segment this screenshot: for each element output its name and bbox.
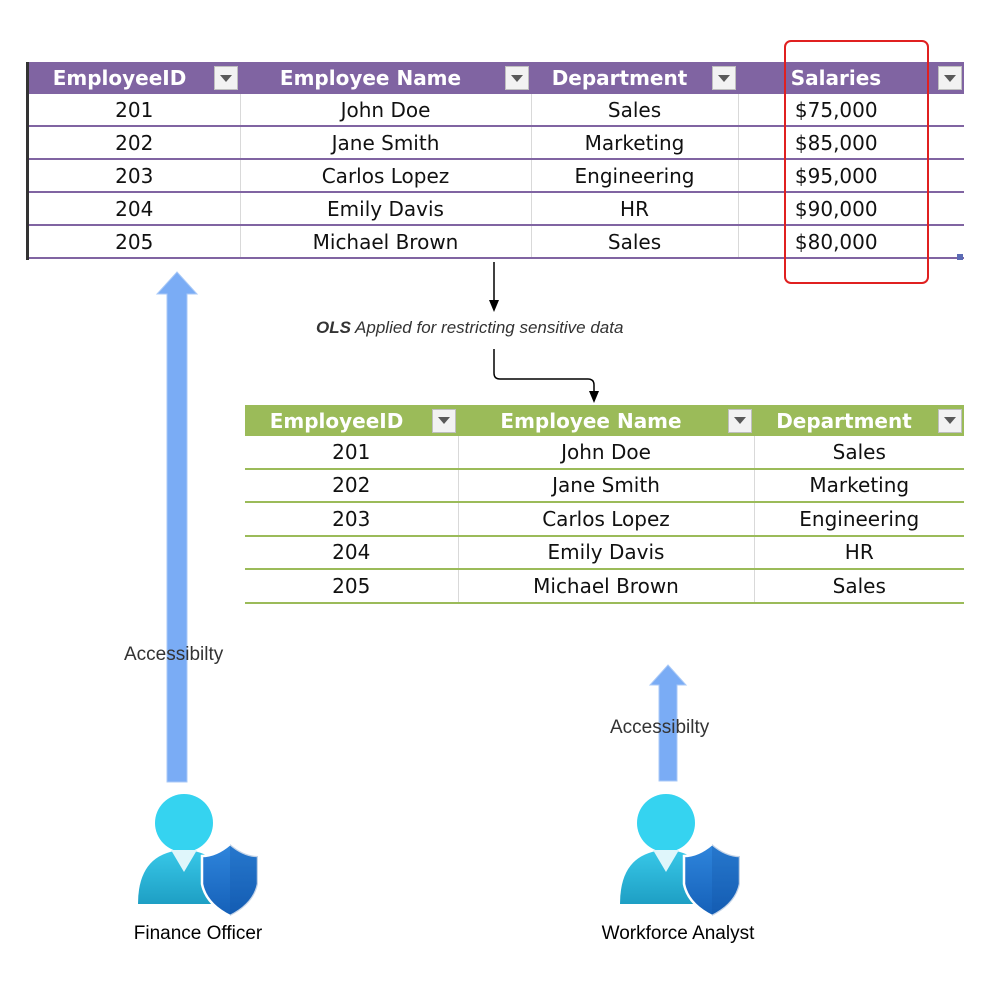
connector-elbow-arrow: [493, 349, 599, 403]
cell-employee-name: Emily Davis: [240, 192, 532, 226]
filter-dropdown-icon[interactable]: [938, 408, 962, 433]
cell-employeeid: 205: [29, 225, 241, 259]
source-col-department[interactable]: Department: [531, 62, 738, 94]
cell-department: Marketing: [754, 468, 964, 503]
cell-employee-name: Jane Smith: [458, 468, 755, 503]
finance-officer-label: Finance Officer: [133, 923, 263, 944]
filter-dropdown-icon[interactable]: [728, 408, 752, 433]
salaries-highlight-box: [784, 40, 929, 284]
workforce-analyst-label: Workforce Analyst: [601, 923, 755, 944]
filter-dropdown-icon[interactable]: [214, 66, 238, 90]
cell-employeeid: 205: [245, 569, 459, 604]
cell-employee-name: John Doe: [240, 94, 532, 127]
filter-dropdown-icon[interactable]: [712, 66, 736, 90]
cell-employee-name: Carlos Lopez: [240, 159, 532, 193]
table-row: 204 Emily Davis HR $90,000: [29, 192, 964, 226]
cell-employeeid: 201: [245, 436, 459, 470]
filter-dropdown-icon[interactable]: [938, 66, 962, 90]
filter-dropdown-icon[interactable]: [432, 408, 456, 433]
cell-department: Sales: [531, 94, 739, 127]
cell-salary: $85,000: [738, 126, 964, 160]
source-col-salaries[interactable]: Salaries: [738, 62, 964, 94]
table-row: 201 John Doe Sales: [245, 436, 964, 470]
analyst-access-label: Accessibilty: [610, 717, 710, 738]
cell-department: Sales: [754, 569, 964, 604]
source-table: EmployeeID Employee Name Department Sala…: [29, 62, 964, 259]
table-row: 202 Jane Smith Marketing: [245, 468, 964, 503]
table-row: 205 Michael Brown Sales: [245, 569, 964, 604]
cell-department: HR: [531, 192, 739, 226]
restricted-col-department[interactable]: Department: [754, 405, 964, 436]
ols-note: OLS Applied for restricting sensitive da…: [316, 318, 623, 338]
connector-arrow-down: [489, 262, 499, 312]
cell-employee-name: John Doe: [458, 436, 755, 470]
cell-salary: $75,000: [738, 94, 964, 127]
cell-department: Sales: [531, 225, 739, 259]
cell-employeeid: 203: [245, 502, 459, 537]
finance-access-label: Accessibilty: [124, 644, 224, 665]
source-table-left-border: [26, 62, 29, 260]
table-row: 203 Carlos Lopez Engineering: [245, 502, 964, 537]
cell-salary: $80,000: [738, 225, 964, 259]
finance-access-arrow: [155, 271, 199, 783]
cell-department: Sales: [754, 436, 964, 470]
ols-note-bold: OLS: [316, 318, 351, 337]
cell-employeeid: 201: [29, 94, 241, 127]
cell-salary: $95,000: [738, 159, 964, 193]
restricted-col-employee-name[interactable]: Employee Name: [458, 405, 754, 436]
ols-note-text: Applied for restricting sensitive data: [350, 318, 624, 337]
table-row: 205 Michael Brown Sales $80,000: [29, 225, 964, 259]
cell-employee-name: Michael Brown: [458, 569, 755, 604]
cell-department: Marketing: [531, 126, 739, 160]
filter-dropdown-icon[interactable]: [505, 66, 529, 90]
cell-employee-name: Michael Brown: [240, 225, 532, 259]
cell-employeeid: 203: [29, 159, 241, 193]
table-row: 202 Jane Smith Marketing $85,000: [29, 126, 964, 160]
source-col-employeeid[interactable]: EmployeeID: [29, 62, 240, 94]
cell-employee-name: Carlos Lopez: [458, 502, 755, 537]
source-col-employee-name[interactable]: Employee Name: [240, 62, 531, 94]
cell-department: Engineering: [531, 159, 739, 193]
cell-employeeid: 204: [29, 192, 241, 226]
cell-department: Engineering: [754, 502, 964, 537]
cell-salary: $90,000: [738, 192, 964, 226]
table-row: 203 Carlos Lopez Engineering $95,000: [29, 159, 964, 193]
cell-employee-name: Emily Davis: [458, 535, 755, 570]
table-resize-handle[interactable]: [957, 254, 963, 260]
cell-employee-name: Jane Smith: [240, 126, 532, 160]
restricted-table: EmployeeID Employee Name Department 201 …: [245, 405, 964, 604]
restricted-col-employeeid[interactable]: EmployeeID: [245, 405, 458, 436]
table-row: 201 John Doe Sales $75,000: [29, 94, 964, 127]
cell-employeeid: 202: [245, 468, 459, 503]
analyst-access-arrow: [648, 664, 688, 782]
restricted-table-header: EmployeeID Employee Name Department: [245, 405, 964, 436]
table-row: 204 Emily Davis HR: [245, 535, 964, 570]
cell-employeeid: 204: [245, 535, 459, 570]
user-shield-icon: [620, 794, 742, 918]
cell-employeeid: 202: [29, 126, 241, 160]
cell-department: HR: [754, 535, 964, 570]
source-table-header: EmployeeID Employee Name Department Sala…: [29, 62, 964, 94]
user-shield-icon: [138, 794, 260, 918]
